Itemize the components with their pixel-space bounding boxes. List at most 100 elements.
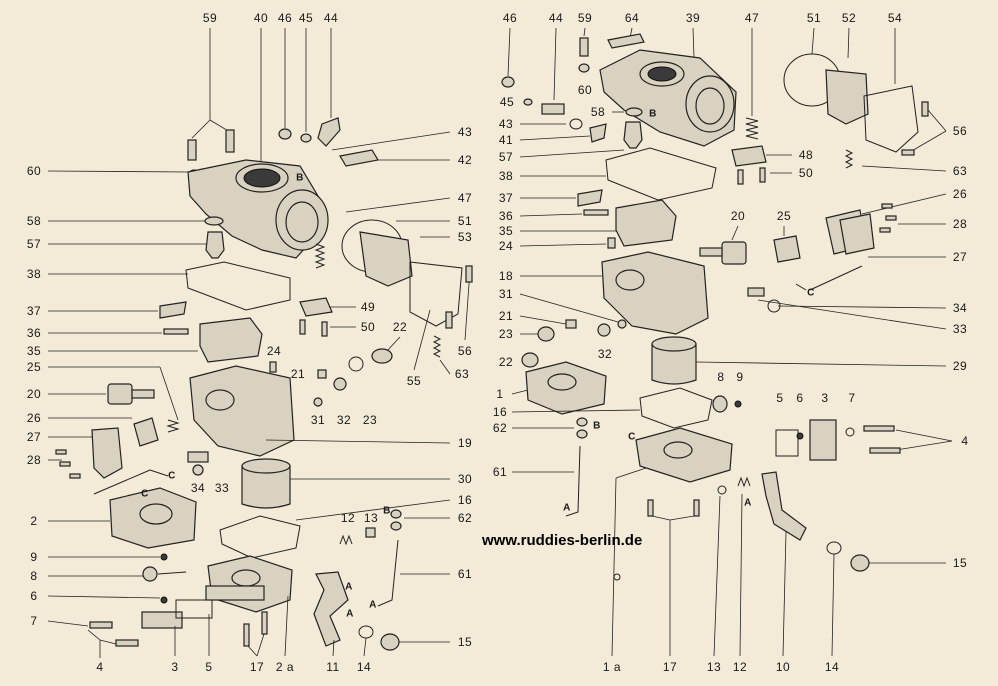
part-label: 45	[499, 95, 515, 109]
part-label: 36	[26, 326, 42, 340]
part-label: 51	[457, 214, 473, 228]
part-label: 25	[776, 209, 792, 223]
reference-letter: B	[593, 420, 601, 432]
part-label: 2 a	[275, 660, 295, 674]
reference-letter: A	[345, 581, 353, 593]
part-label: 51	[806, 11, 822, 25]
part-label: 21	[290, 367, 306, 381]
part-label: 34	[190, 481, 206, 495]
part-label: 14	[356, 660, 372, 674]
part-label: 18	[498, 269, 514, 283]
part-label: 28	[26, 453, 42, 467]
left-assembly	[47, 28, 473, 658]
part-label: 17	[249, 660, 265, 674]
reference-letter: A	[369, 599, 377, 611]
part-label: 16	[457, 493, 473, 507]
part-label: 16	[492, 405, 508, 419]
part-label: 12	[732, 660, 748, 674]
part-label: 40	[253, 11, 269, 25]
part-label: 43	[498, 117, 514, 131]
part-label: 14	[824, 660, 840, 674]
part-label: 47	[457, 191, 473, 205]
part-label: 49	[360, 300, 376, 314]
part-label: 20	[730, 209, 746, 223]
part-label: 54	[887, 11, 903, 25]
part-label: 60	[577, 83, 593, 97]
reference-letter: B	[383, 505, 391, 517]
part-label: 36	[498, 209, 514, 223]
part-label: 56	[952, 124, 968, 138]
part-label: 35	[498, 224, 514, 238]
part-label: 35	[26, 344, 42, 358]
part-label: 63	[952, 164, 968, 178]
part-label: 20	[26, 387, 42, 401]
part-label: 17	[662, 660, 678, 674]
part-label: 26	[952, 187, 968, 201]
part-label: 1 a	[602, 660, 622, 674]
part-label: 58	[26, 214, 42, 228]
part-label: 13	[363, 511, 379, 525]
part-label: 52	[841, 11, 857, 25]
reference-letter: A	[563, 502, 571, 514]
part-label: 46	[277, 11, 293, 25]
part-label: 19	[457, 436, 473, 450]
part-label: 10	[775, 660, 791, 674]
part-label: 50	[360, 320, 376, 334]
part-label: 5	[776, 391, 784, 405]
part-label: 45	[298, 11, 314, 25]
part-label: 21	[498, 309, 514, 323]
part-label: 34	[952, 301, 968, 315]
part-label: 48	[798, 148, 814, 162]
part-label: 30	[457, 472, 473, 486]
part-label: 3	[821, 391, 829, 405]
part-label: 59	[577, 11, 593, 25]
part-label: 44	[323, 11, 339, 25]
part-label: 28	[952, 217, 968, 231]
part-label: 46	[502, 11, 518, 25]
part-label: 61	[457, 567, 473, 581]
reference-letter: B	[649, 108, 657, 120]
part-label: 61	[492, 465, 508, 479]
part-label: 4	[96, 660, 104, 674]
part-label: 3	[171, 660, 179, 674]
reference-letter: A	[346, 608, 354, 620]
part-label: 15	[952, 556, 968, 570]
part-label: 1	[496, 387, 504, 401]
part-label: 31	[498, 287, 514, 301]
reference-letter: C	[141, 488, 149, 500]
part-label: 41	[498, 133, 514, 147]
part-label: 37	[26, 304, 42, 318]
part-label: 33	[214, 481, 230, 495]
part-label: 5	[205, 660, 213, 674]
part-label: 33	[952, 322, 968, 336]
part-label: 32	[597, 347, 613, 361]
part-label: 58	[590, 105, 606, 119]
part-label: 55	[406, 374, 422, 388]
part-label: 43	[457, 125, 473, 139]
reference-letter: A	[744, 497, 752, 509]
part-label: 32	[336, 413, 352, 427]
reference-letter: B	[296, 172, 304, 184]
reference-letter: C	[168, 470, 176, 482]
part-label: 29	[952, 359, 968, 373]
part-label: 63	[454, 367, 470, 381]
watermark-url: www.ruddies-berlin.de	[482, 532, 643, 549]
part-label: 59	[202, 11, 218, 25]
part-label: 24	[498, 239, 514, 253]
part-label: 25	[26, 360, 42, 374]
reference-letter: C	[807, 287, 815, 299]
part-label: 64	[624, 11, 640, 25]
part-label: 7	[848, 391, 856, 405]
part-label: 42	[457, 153, 473, 167]
part-label: 62	[457, 511, 473, 525]
part-label: 6	[796, 391, 804, 405]
part-label: 44	[548, 11, 564, 25]
part-label: 23	[362, 413, 378, 427]
part-label: 13	[706, 660, 722, 674]
part-label: 24	[266, 344, 282, 358]
part-label: 38	[26, 267, 42, 281]
part-label: 39	[685, 11, 701, 25]
part-label: 22	[392, 320, 408, 334]
reference-letter: C	[628, 431, 636, 443]
